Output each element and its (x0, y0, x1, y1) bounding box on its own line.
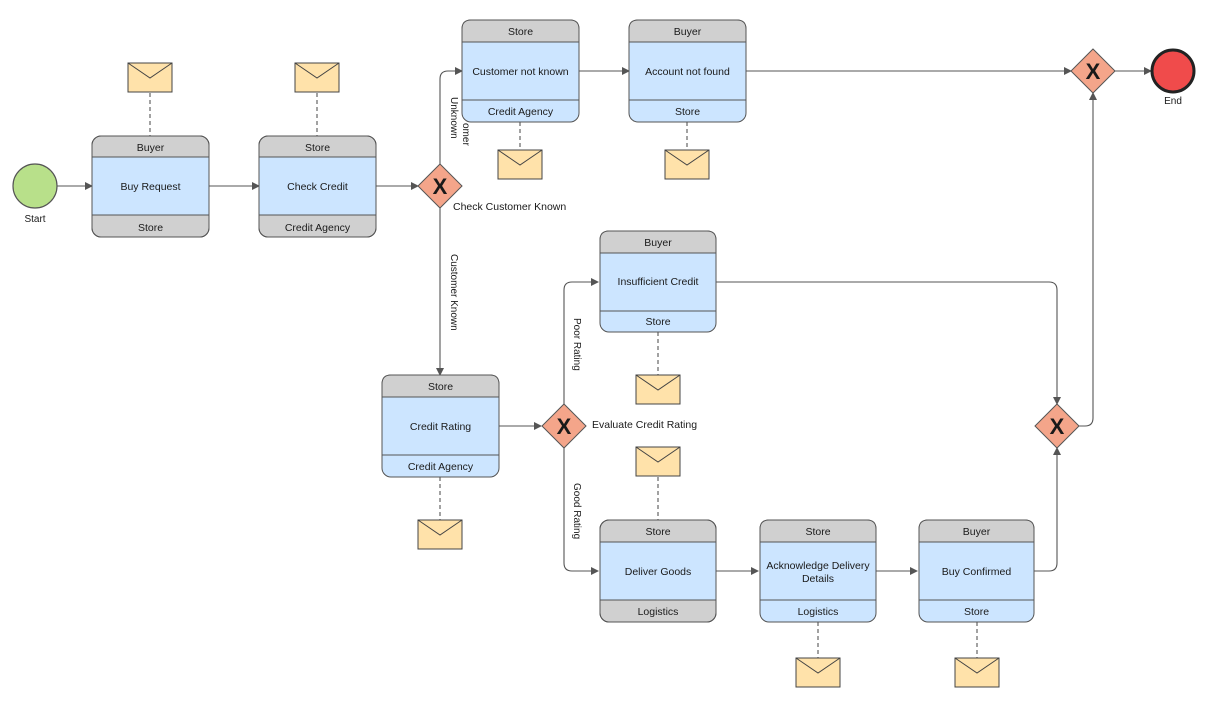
task-participant-top: Store (805, 526, 830, 538)
task-name-line1: Acknowledge Delivery (766, 560, 870, 572)
task-name: Buy Request (120, 181, 180, 193)
task-participant-top: Buyer (674, 26, 702, 38)
task-credit-rating[interactable]: Store Credit Rating Credit Agency (381, 374, 500, 478)
envelope-icon (664, 149, 710, 180)
envelope-icon (635, 374, 681, 405)
envelope-icon (127, 62, 173, 93)
task-participant-top: Store (305, 142, 330, 154)
flow-label-customer-unknown-clipped: omer (460, 123, 471, 146)
flow-label-customer-unknown: Unknown (448, 97, 459, 139)
end-event-label: End (1164, 96, 1182, 107)
task-name: Insufficient Credit (618, 276, 699, 288)
task-name: Customer not known (472, 66, 568, 78)
x-icon: X (1050, 414, 1065, 439)
task-customer-not-known[interactable]: Store Customer not known Credit Agency (461, 19, 580, 123)
task-participant-bottom: Credit Agency (488, 106, 554, 118)
gateway-merge[interactable]: X (1034, 403, 1080, 449)
flow-buy-confirmed-to-merge-gateway (1034, 447, 1061, 572)
task-name: Buy Confirmed (942, 566, 1012, 578)
message-envelopes (127, 62, 1000, 688)
envelope-icon (417, 519, 463, 550)
x-icon: X (433, 174, 448, 199)
gateway-check-customer-known[interactable]: X (417, 163, 463, 209)
task-buy-request[interactable]: Buyer Buy Request Store (91, 135, 210, 238)
gateway-label-evaluate-credit-rating: Evaluate Credit Rating (592, 419, 697, 431)
start-event[interactable] (12, 163, 58, 209)
flow-insufficient-credit-to-merge-gateway (716, 281, 1061, 405)
task-name: Deliver Goods (625, 566, 692, 578)
message-associations (149, 93, 978, 658)
task-insufficient-credit[interactable]: Buyer Insufficient Credit Store (599, 230, 717, 333)
envelope-icon (294, 62, 340, 93)
task-name-line2: Details (802, 573, 834, 585)
task-participant-bottom: Store (675, 106, 700, 118)
task-deliver-goods[interactable]: Store Deliver Goods Logistics (599, 519, 717, 623)
envelope-icon (795, 657, 841, 688)
task-participant-bottom: Logistics (798, 606, 839, 618)
task-participant-top: Store (428, 381, 453, 393)
flow-label-poor-rating: Poor Rating (571, 318, 582, 371)
flow-gateway-to-customer-not-known (439, 67, 463, 164)
task-participant-top: Buyer (644, 237, 672, 249)
task-participant-bottom: Credit Agency (408, 461, 474, 473)
gateway-evaluate-credit-rating[interactable]: X (541, 403, 587, 449)
task-participant-top: Store (508, 26, 533, 38)
flow-eval-gateway-to-insufficient-credit (563, 278, 599, 404)
task-participant-top: Buyer (963, 526, 991, 538)
task-buy-confirmed[interactable]: Buyer Buy Confirmed Store (918, 519, 1035, 623)
flow-eval-gateway-to-deliver-goods (563, 448, 599, 575)
gateway-end-merge[interactable]: X (1070, 48, 1116, 94)
flow-label-good-rating: Good Rating (571, 483, 582, 539)
task-name: Account not found (645, 66, 730, 78)
task-participant-bottom: Store (138, 222, 163, 234)
envelope-icon (497, 149, 543, 180)
task-name: Check Credit (287, 181, 348, 193)
end-event[interactable] (1150, 48, 1196, 94)
task-participant-top: Buyer (137, 142, 165, 154)
envelope-icon (635, 446, 681, 477)
task-participant-bottom: Credit Agency (285, 222, 351, 234)
task-participant-bottom: Store (964, 606, 989, 618)
task-acknowledge-delivery[interactable]: Store Acknowledge Delivery Details Logis… (759, 519, 877, 623)
task-participant-top: Store (645, 526, 670, 538)
sequence-flows (57, 67, 1152, 575)
task-participant-bottom: Store (645, 316, 670, 328)
gateway-label-check-customer-known: Check Customer Known (453, 201, 566, 213)
task-participant-bottom: Logistics (638, 606, 679, 618)
start-event-label: Start (24, 214, 45, 225)
flow-merge-gateway-to-end-gateway (1079, 92, 1097, 427)
task-check-credit[interactable]: Store Check Credit Credit Agency (258, 135, 377, 238)
task-account-not-found[interactable]: Buyer Account not found Store (628, 19, 747, 123)
envelope-icon (954, 657, 1000, 688)
flow-label-customer-known: Customer Known (448, 254, 459, 331)
x-icon: X (1086, 59, 1101, 84)
task-name: Credit Rating (410, 421, 471, 433)
x-icon: X (557, 414, 572, 439)
